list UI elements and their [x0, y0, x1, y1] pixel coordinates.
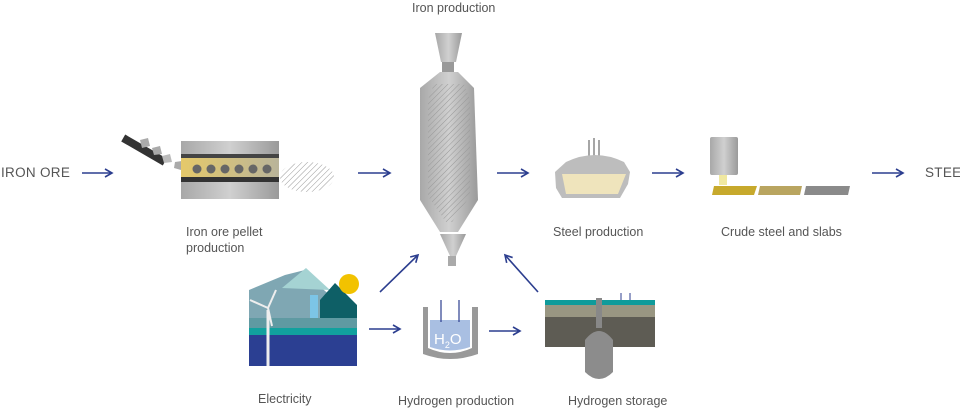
arrow-electricity-to-iron [379, 253, 420, 293]
label-electricity: Electricity [258, 392, 312, 406]
label-iron-production: Iron production [412, 1, 496, 15]
label-crude-steel: Crude steel and slabs [721, 225, 842, 239]
end-label-steel: STEEL [925, 165, 960, 180]
label-pellet-production: Iron ore pellet production [186, 224, 262, 256]
label-pellet-line2: production [186, 241, 245, 255]
electricity-illustration [249, 268, 359, 366]
pellet-pile [280, 162, 334, 192]
steel-furnace-illustration [555, 138, 630, 198]
label-hydrogen-storage: Hydrogen storage [568, 394, 668, 408]
arrows [82, 168, 905, 336]
start-label-iron-ore: IRON ORE [1, 165, 71, 180]
label-steel-production: Steel production [553, 225, 644, 239]
h2o-label: H2O [434, 331, 462, 350]
label-pellet-line1: Iron ore pellet [186, 225, 263, 239]
hydrogen-storage-illustration [545, 293, 655, 379]
label-hydrogen-production: Hydrogen production [398, 394, 515, 408]
electrolyser-illustration: H2O [423, 300, 478, 359]
pellet-machine-illustration [121, 134, 334, 199]
shaft-furnace-illustration [420, 33, 478, 266]
arrow-storage-to-iron [503, 253, 539, 293]
crude-steel-illustration [710, 137, 850, 195]
sun-icon [339, 274, 359, 294]
